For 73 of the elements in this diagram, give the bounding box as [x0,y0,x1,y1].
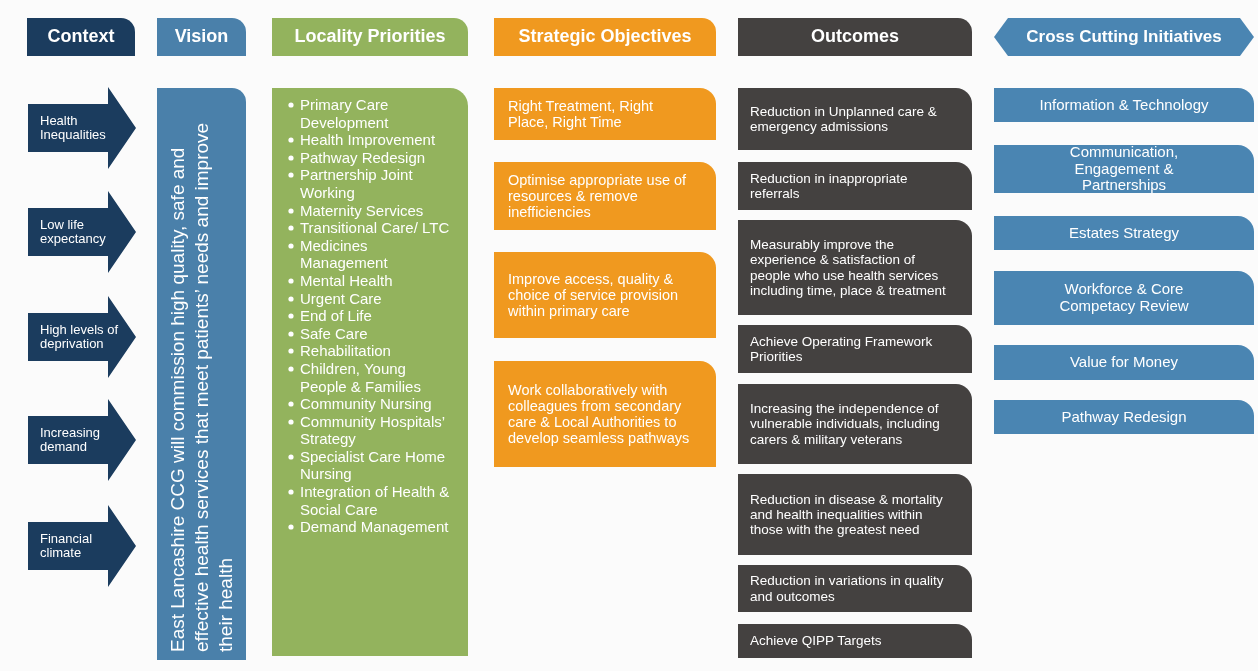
initiative-box [994,271,1254,325]
initiative-box [994,400,1254,434]
outcome-text: Reduction in disease & mortality and health inequalities within those with the greatest need [750,491,944,538]
outcome-box [738,474,972,555]
context-label: Financial climate [40,531,94,561]
priority-item: Demand Management [300,518,450,536]
initiative-box [994,345,1254,380]
initiative-text: Value for Money [1069,354,1179,371]
initiative-text: Workforce & Core Competacy Review [1058,281,1190,315]
priority-item: Rehabilitation [300,342,392,360]
priority-item: Transitional Care/ LTC [300,219,451,237]
outcome-box [738,384,972,464]
objective-text: Improve access, quality & choice of service provision within primary care [508,270,680,320]
objective-text: Right Treatment, Right Place, Right Time [508,97,655,131]
outcome-box [738,162,972,210]
initiative-text: Information & Technology [1039,96,1209,114]
priority-item: Maternity Services [300,201,425,220]
outcome-text: Reduction in inappropriate referrals [750,170,909,202]
priority-item: Children, Young People & Families [300,359,422,396]
vision-panel [157,88,246,660]
initiative-box [994,145,1254,193]
priority-item: Safe Care [300,324,369,343]
outcome-box [738,565,972,612]
priority-item: Pathway Redesign [300,148,427,167]
outcome-text: Achieve Operating Framework Priorities [750,333,934,365]
priority-item: Medicines Management [300,236,389,272]
objective-box [494,162,716,230]
outcome-box [738,88,972,150]
header-text: Outcomes [811,27,899,47]
outcome-box [738,624,972,658]
priority-item: Specialist Care Home Nursing [300,447,447,484]
initiative-box [994,216,1254,250]
objective-box [494,88,716,140]
objective-text: Optimise appropriate use of resources & remove inefficiencies [508,171,688,221]
context-label: Health Inequalities [40,113,107,143]
initiative-text: Communication, Engagement & Partnerships [1068,143,1180,195]
initiative-text: Pathway Redesign [1061,408,1187,426]
outcome-text: Reduction in variations in quality and outcomes [750,573,945,604]
outcome-text: Reduction in Unplanned care & emergency admissions [750,103,938,135]
column-header [494,18,716,56]
outcome-text: Measurably improve the experience & satisfaction of people who use health services including time, place & treatment [750,237,947,298]
header-text: Locality Priorities [294,27,446,47]
header-text: Cross Cutting Initiatives [1026,27,1222,47]
objective-box [494,252,716,338]
priorities-panel [272,88,468,656]
column-header [157,18,246,56]
outcome-box [738,325,972,373]
priority-item: Urgent Care [300,289,383,308]
vision-statement: East Lancashire CCG will commission high quality, safe and effective health services that meet patients’ needs and improve their health [165,121,237,652]
priority-item: Partnership Joint Working [300,166,414,202]
header-text: Vision [174,27,229,47]
header-text: Strategic Objectives [518,27,692,47]
outcome-text: Achieve QIPP Targets [750,633,882,649]
header-text: Context [47,27,115,47]
priority-item: End of Life [300,307,373,325]
context-label: High levels of deprivation [40,322,120,352]
priority-item: Integration of Health & Social Care [300,483,451,519]
priority-item: Community Nursing [300,395,433,413]
initiative-text: Estates Strategy [1068,224,1180,242]
objective-box [494,361,716,467]
priority-item: Mental Health [300,271,394,290]
priority-item: Community Hospitals’ Strategy [300,412,446,448]
outcome-text: Increasing the independence of vulnerable individuals, including carers & military veterans [750,401,941,447]
priority-item: Primary Care Development [300,96,390,132]
column-header [738,18,972,56]
context-label: Increasing demand [40,425,101,455]
objective-text: Work collaboratively with colleagues from secondary care & Local Authorities to develop seamless pathways [508,381,691,447]
initiative-box [994,88,1254,122]
context-label: Low life expectancy [40,217,107,247]
column-header [27,18,135,56]
column-header [272,18,468,56]
outcome-box [738,220,972,315]
priority-item: Health Improvement [300,131,437,149]
